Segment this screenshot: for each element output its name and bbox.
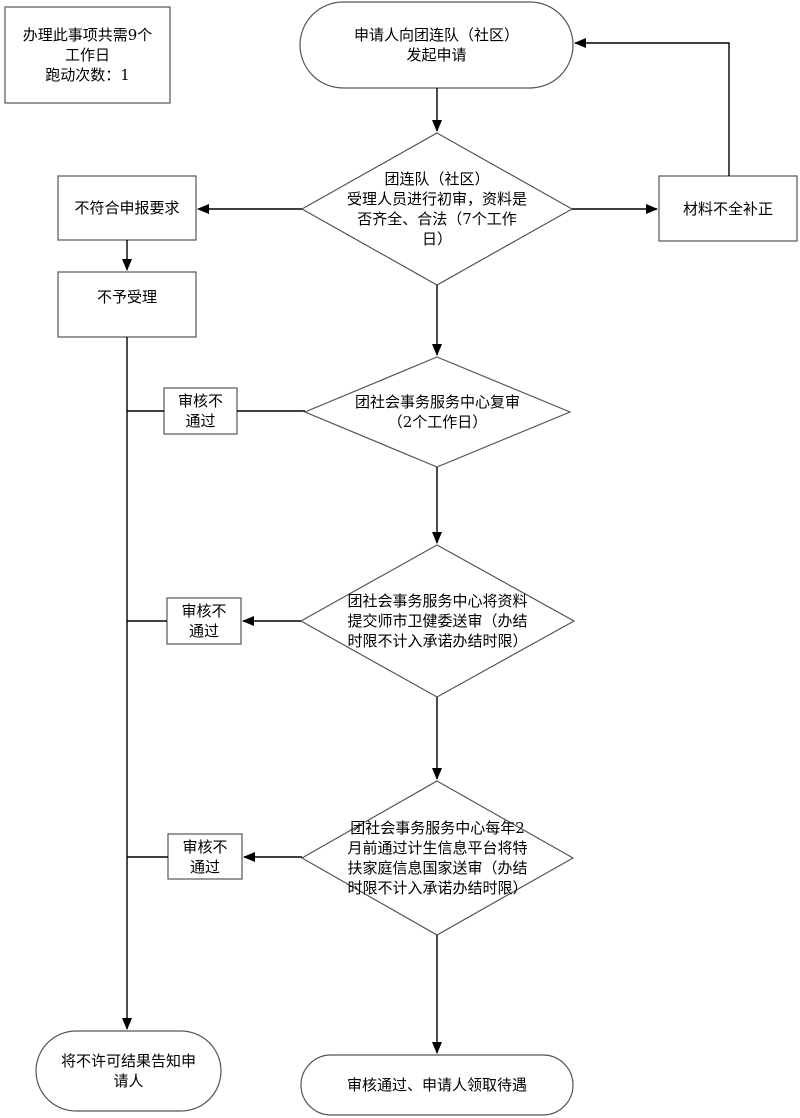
second-review-text: 团社会事务服务中心复审 （2个工作日） — [354, 393, 520, 431]
fail-label-2: 审核不 通过 — [167, 598, 241, 644]
info-box-shape — [4, 6, 171, 104]
incomplete-text: 材料不全补正 — [682, 199, 773, 218]
not-compliant-text: 不符合申报要求 — [74, 199, 180, 217]
initial-review-node: 团连队（社区） 受理人员进行初审，资料是 否齐全、合法（7个工作 日） — [302, 133, 572, 285]
start-node: 申请人向团连队（社区） 发起申请 — [300, 2, 573, 88]
fail-label-1-box — [163, 387, 238, 435]
national-review-node: 团社会事务服务中心每年2 月前通过计生信息平台将特 扶家庭信息国家送审（办结 时… — [302, 781, 573, 935]
fail-label-1: 审核不 通过 — [164, 388, 237, 434]
fail-notice-terminal-shape — [35, 1030, 222, 1112]
info-box: 办理此事项共需9个 工作日 跑动次数：1 — [5, 7, 170, 103]
not-accepted-text: 不予受理 — [96, 288, 157, 306]
pass-end-terminal-shape — [300, 1054, 574, 1116]
fail-label-3: 审核不 通过 — [168, 834, 242, 879]
initial-review-text: 团连队（社区） 受理人员进行初审，资料是 否齐全、合法（7个工作 日） — [346, 170, 527, 248]
start-node-text: 申请人向团连队（社区） 发起申请 — [353, 26, 519, 64]
second-review-node: 团社会事务服务中心复审 （2个工作日） — [305, 357, 570, 467]
fail-notice-node: 将不许可结果告知申 请人 — [36, 1031, 221, 1111]
incomplete-box-shape — [658, 175, 798, 242]
fail-notice-text: 将不许可结果告知申 请人 — [60, 1052, 196, 1090]
not-compliant-node: 不符合申报要求 — [58, 176, 196, 240]
fail-label-1-text: 审核不 通过 — [177, 392, 223, 430]
not-accepted-node: 不予受理 — [58, 272, 196, 322]
pass-end-node: 审核通过、申请人领取待遇 — [301, 1055, 573, 1115]
national-review-text: 团社会事务服务中心每年2 月前通过计生信息平台将特 扶家庭信息国家送审（办结 时… — [347, 819, 528, 897]
info-box-text: 办理此事项共需9个 工作日 跑动次数：1 — [22, 26, 153, 84]
fail-label-3-text: 审核不 通过 — [182, 837, 228, 876]
health-review-text: 团社会事务服务中心将资料 提交师市卫健委送审（办结 时限不计入承诺办结时限） — [347, 592, 528, 650]
fail-label-2-text: 审核不 通过 — [181, 602, 227, 640]
arrow-incomplete-to-start — [574, 38, 730, 176]
pass-end-text: 审核通过、申请人领取待遇 — [346, 1076, 527, 1094]
fail-label-2-box — [166, 597, 242, 645]
not-compliant-box-shape — [57, 175, 197, 241]
incomplete-node: 材料不全补正 — [659, 176, 797, 241]
health-review-node: 团社会事务服务中心将资料 提交师市卫健委送审（办结 时限不计入承诺办结时限） — [301, 545, 574, 697]
